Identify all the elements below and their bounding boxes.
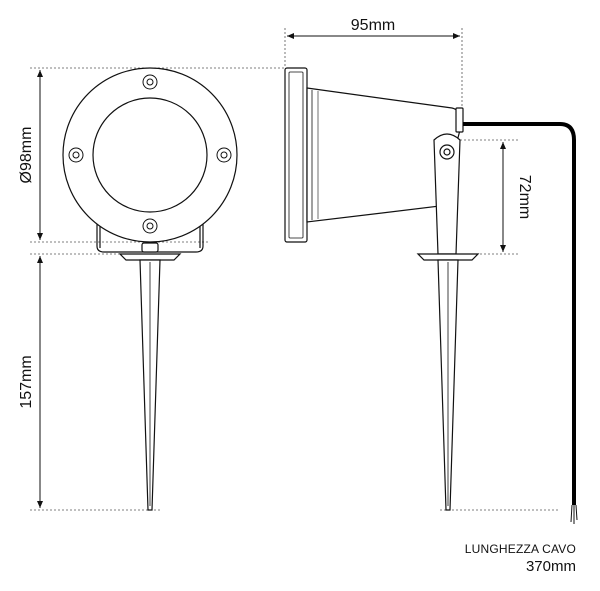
height-label: 72mm <box>516 175 533 219</box>
cable-length-value: 370mm <box>525 558 576 575</box>
diameter-label: Ø98mm <box>18 127 35 184</box>
spike-label: 157mm <box>18 355 35 408</box>
front-pivot <box>141 242 159 253</box>
width-label: 95mm <box>351 17 395 34</box>
cable-wire <box>463 122 576 505</box>
cable-end <box>570 504 578 524</box>
side-cable-gland <box>455 107 464 133</box>
side-flange <box>284 67 308 243</box>
front-lens <box>92 97 208 213</box>
side-arm <box>433 133 461 255</box>
cable-length-title: LUNGHEZZA CAVO <box>464 542 576 556</box>
front-view <box>62 67 238 511</box>
cable <box>463 122 578 524</box>
side-stake-plate <box>416 253 480 261</box>
front-screws <box>68 74 232 234</box>
front-stake-plate <box>118 253 182 261</box>
side-view <box>284 67 480 511</box>
dimension-lines <box>37 33 506 508</box>
